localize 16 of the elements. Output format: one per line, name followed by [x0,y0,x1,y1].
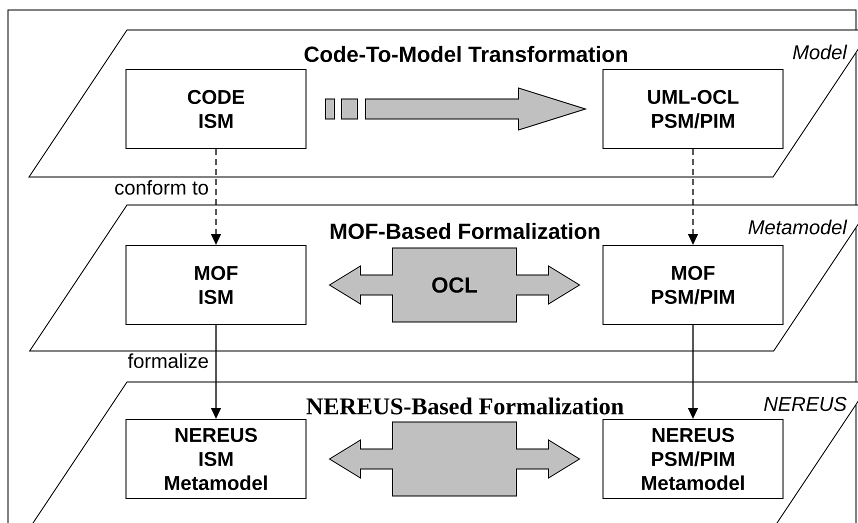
node-label: Code-To-Model Transformation [304,46,628,62]
model-box: NEREUS ISM Metamodel [126,419,306,499]
node-label: NEREUS-Based Formalization [306,398,624,414]
block-arrow [325,87,588,131]
edge-label: conform to [113,179,210,196]
node-label: NEREUS [764,396,847,412]
edge-label: formalize [126,352,210,370]
node-label: Model [792,44,848,60]
model-box: MOF ISM [126,245,306,325]
model-box: CODE ISM [126,69,306,149]
node-label: Metamodel [748,220,848,234]
edge-label: OCL [429,275,480,295]
model-box: NEREUS PSM/PIM Metamodel [602,419,784,499]
model-box: MOF PSM/PIM [602,245,784,325]
model-box: UML-OCL PSM/PIM [602,69,784,149]
node-label: MOF-Based Formalization [330,222,600,240]
